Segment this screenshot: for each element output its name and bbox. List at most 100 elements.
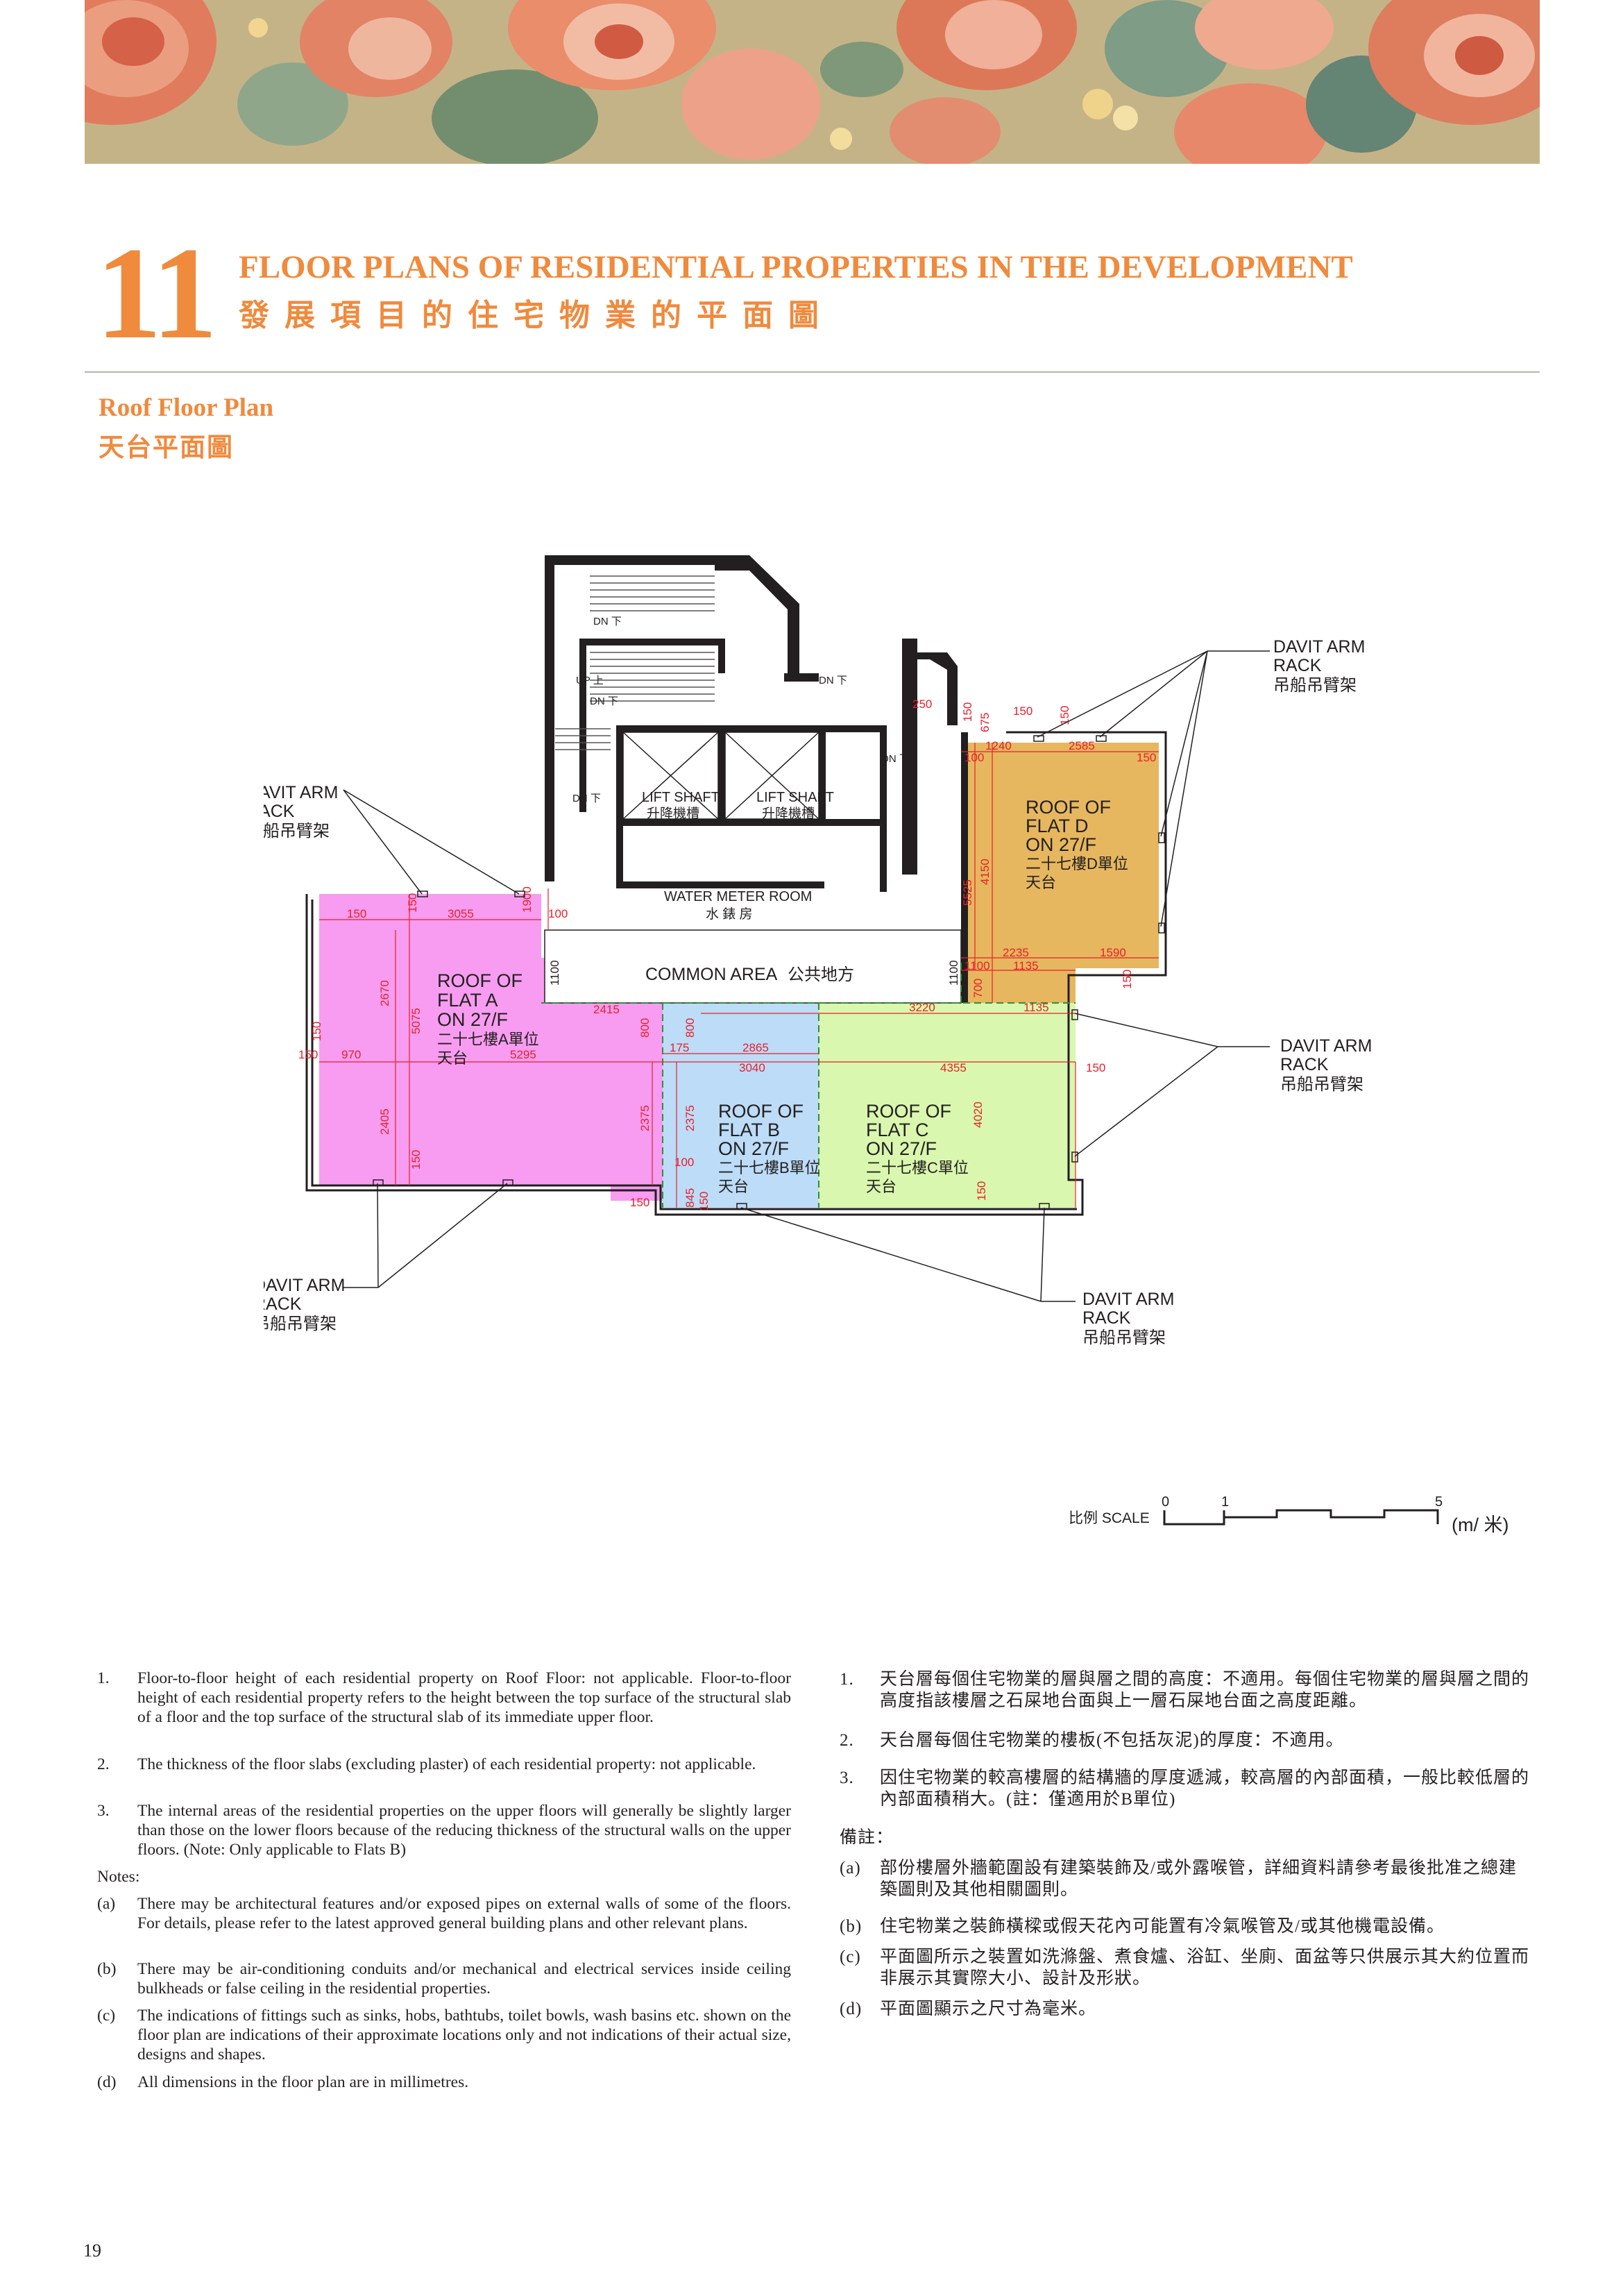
common-area-label: COMMON AREA bbox=[645, 965, 778, 984]
scale-tick-0: 0 bbox=[1162, 1494, 1169, 1510]
flat-d-label-line3: ON 27/F bbox=[1026, 834, 1096, 855]
dim-250: 250 bbox=[912, 698, 932, 711]
notes-heading: Notes: bbox=[97, 1868, 140, 1886]
dim-3055: 3055 bbox=[448, 907, 474, 920]
flat-c-label-line1: ROOF OF bbox=[866, 1101, 951, 1122]
note-number: (a) bbox=[840, 1859, 861, 1877]
dim-1240: 1240 bbox=[985, 739, 1012, 752]
dim-150-d-top-h: 150 bbox=[1013, 704, 1033, 718]
note-text: 天台層每個住宅物業的樓板(不包括灰泥)的厚度：不適用。 bbox=[880, 1731, 1344, 1750]
flat-b-label-zh2: 天台 bbox=[718, 1178, 749, 1195]
davit-label-line1: DAVIT ARM bbox=[1273, 637, 1365, 657]
note-text: There may be architectural features and/… bbox=[137, 1895, 791, 1932]
davit-arm-rack-callout-left: DAVIT ARM RACK 吊船吊臂架 bbox=[264, 783, 338, 841]
dim-800-b: 800 bbox=[683, 1018, 697, 1038]
dim-150-right: 150 bbox=[1086, 1061, 1105, 1074]
davit-arm-rack-callout-top-right: DAVIT ARM RACK 吊船吊臂架 bbox=[1273, 637, 1365, 695]
dim-2415: 2415 bbox=[593, 1003, 620, 1016]
notes-english: 1. Floor-to-floor height of each residen… bbox=[97, 1669, 791, 2113]
flat-a-label-line1: ROOF OF bbox=[437, 970, 522, 991]
dim-3220: 3220 bbox=[909, 1001, 935, 1014]
note-text: There may be air-conditioning conduits a… bbox=[137, 1960, 791, 1998]
flat-b-label-line1: ROOF OF bbox=[718, 1101, 804, 1122]
floral-banner bbox=[85, 0, 1540, 164]
note-d: (d) All dimensions in the floor plan are… bbox=[97, 2073, 791, 2093]
dim-1100-left: 1100 bbox=[548, 960, 561, 986]
dim-970: 970 bbox=[341, 1048, 361, 1061]
scale-tick-5: 5 bbox=[1435, 1494, 1443, 1510]
note-text: 天台層每個住宅物業的層與層之間的高度：不適用。每個住宅物業的層與層之間的高度指該… bbox=[880, 1670, 1530, 1710]
dim-2375-b: 2375 bbox=[683, 1105, 697, 1131]
dim-150-b-v: 150 bbox=[697, 1192, 711, 1211]
header-divider bbox=[85, 371, 1540, 373]
dim-4150: 4150 bbox=[978, 859, 992, 885]
notes-heading-zh: 備註： bbox=[840, 1828, 894, 1847]
note-b-zh: (b) 住宅物業之裝飾橫樑或假天花內可能置有冷氣喉管及/或其他機電設備。 bbox=[840, 1916, 1533, 1938]
note-number: (a) bbox=[97, 1895, 116, 1913]
dim-150-v: 150 bbox=[406, 893, 419, 913]
note-number: (c) bbox=[840, 1948, 861, 1966]
note-2: 2. The thickness of the floor slabs (exc… bbox=[97, 1755, 791, 1793]
dim-1590: 1590 bbox=[1100, 946, 1126, 959]
dim-845: 845 bbox=[683, 1188, 697, 1208]
note-number: 3. bbox=[840, 1769, 854, 1787]
note-text: The thickness of the floor slabs (exclud… bbox=[137, 1755, 756, 1773]
flat-c-label-zh2: 天台 bbox=[866, 1178, 897, 1195]
flat-d-label: ROOF OF FLAT D ON 27/F 二十七樓D單位 天台 bbox=[1026, 797, 1128, 891]
note-text: The internal areas of the residential pr… bbox=[137, 1802, 791, 1859]
dim-100: 100 bbox=[548, 907, 568, 920]
note-c-zh: (c) 平面圖所示之裝置如洗滌盤、煮食爐、浴缸、坐廁、面盆等只供展示其大約位置而… bbox=[840, 1946, 1533, 1992]
note-d-zh: (d) 平面圖顯示之尺寸為毫米。 bbox=[840, 1998, 1533, 2020]
note-1: 1. Floor-to-floor height of each residen… bbox=[97, 1669, 791, 1746]
stair-dn-label-3: DN 下 bbox=[819, 675, 847, 686]
note-number: 1. bbox=[840, 1670, 854, 1689]
dim-1135-d: 1135 bbox=[1013, 959, 1039, 972]
lift-shaft-zh-2: 升降機槽 bbox=[762, 806, 815, 821]
water-meter-room-label: WATER METER ROOM bbox=[664, 889, 812, 904]
flat-c-label: ROOF OF FLAT C ON 27/F 二十七樓C單位 天台 bbox=[866, 1101, 969, 1195]
dim-5075: 5075 bbox=[409, 1008, 423, 1034]
dim-150-bottom-v: 150 bbox=[409, 1150, 423, 1170]
dim-4020: 4020 bbox=[971, 1101, 985, 1128]
dim-175: 175 bbox=[670, 1041, 689, 1054]
dim-150-bottom: 150 bbox=[630, 1196, 649, 1209]
stair-dn-label-1: DN 下 bbox=[593, 616, 622, 627]
flat-c-label-line2: FLAT C bbox=[866, 1120, 929, 1140]
scale-bar: 比例 SCALE 0 1 5 (m/ 米) bbox=[1069, 1494, 1509, 1535]
floral-banner-illustration bbox=[85, 0, 1540, 164]
flat-d-label-zh2: 天台 bbox=[1026, 874, 1056, 891]
dim-1100-d: 1100 bbox=[965, 959, 990, 972]
flat-c-label-zh1: 二十七樓C單位 bbox=[866, 1159, 969, 1176]
dim-5295: 5295 bbox=[510, 1048, 536, 1061]
davit-arm-rack-callout-bottom-left: DAVIT ARM RACK 吊船吊臂架 bbox=[264, 1276, 345, 1333]
note-number: 2. bbox=[97, 1755, 110, 1773]
notes-chinese: 1. 天台層每個住宅物業的層與層之間的高度：不適用。每個住宅物業的層與層之間的高… bbox=[840, 1669, 1533, 2029]
common-area-zone bbox=[544, 929, 962, 1004]
davit-label-line2: RACK bbox=[264, 1294, 302, 1314]
dim-150-d-top-v2: 150 bbox=[1058, 706, 1071, 725]
water-meter-room-zh: 水 錶 房 bbox=[706, 906, 753, 922]
note-number: 2. bbox=[840, 1731, 854, 1750]
note-text: All dimensions in the floor plan are in … bbox=[137, 2073, 469, 2091]
dim-2585: 2585 bbox=[1069, 739, 1095, 752]
flat-b-roof-zone bbox=[663, 1003, 819, 1208]
note-text: 因住宅物業的較高樓層的結構牆的厚度遞減，較高層的內部面積，一般比較低層的內部面積… bbox=[880, 1769, 1530, 1809]
lift-shaft-label-2: LIFT SHAFT bbox=[756, 790, 834, 805]
dim-1100-right: 1100 bbox=[947, 960, 960, 986]
davit-label-zh: 吊船吊臂架 bbox=[1273, 676, 1357, 695]
davit-label-line1: DAVIT ARM bbox=[264, 783, 338, 802]
davit-label-line2: RACK bbox=[264, 802, 295, 821]
davit-arm-rack-callout-bottom-right: DAVIT ARM RACK 吊船吊臂架 bbox=[1082, 1290, 1174, 1347]
dim-800-a: 800 bbox=[638, 1018, 652, 1038]
dim-150-d-top: 150 bbox=[961, 702, 974, 722]
stair-dn-label-4: DN 下 bbox=[572, 793, 601, 804]
note-3: 3. The internal areas of the residential… bbox=[97, 1801, 791, 1859]
flat-a-label-line2: FLAT A bbox=[437, 990, 498, 1011]
dim-100-b: 100 bbox=[674, 1156, 694, 1169]
flat-d-label-line1: ROOF OF bbox=[1026, 797, 1111, 818]
flat-b-label: ROOF OF FLAT B ON 27/F 二十七樓B單位 天台 bbox=[718, 1101, 820, 1195]
dim-3040: 3040 bbox=[739, 1061, 765, 1074]
note-1-zh: 1. 天台層每個住宅物業的層與層之間的高度：不適用。每個住宅物業的層與層之間的高… bbox=[840, 1669, 1533, 1714]
flat-d-roof-zone bbox=[961, 743, 1159, 1003]
lift-shaft-label-1: LIFT SHAFT bbox=[642, 790, 720, 805]
